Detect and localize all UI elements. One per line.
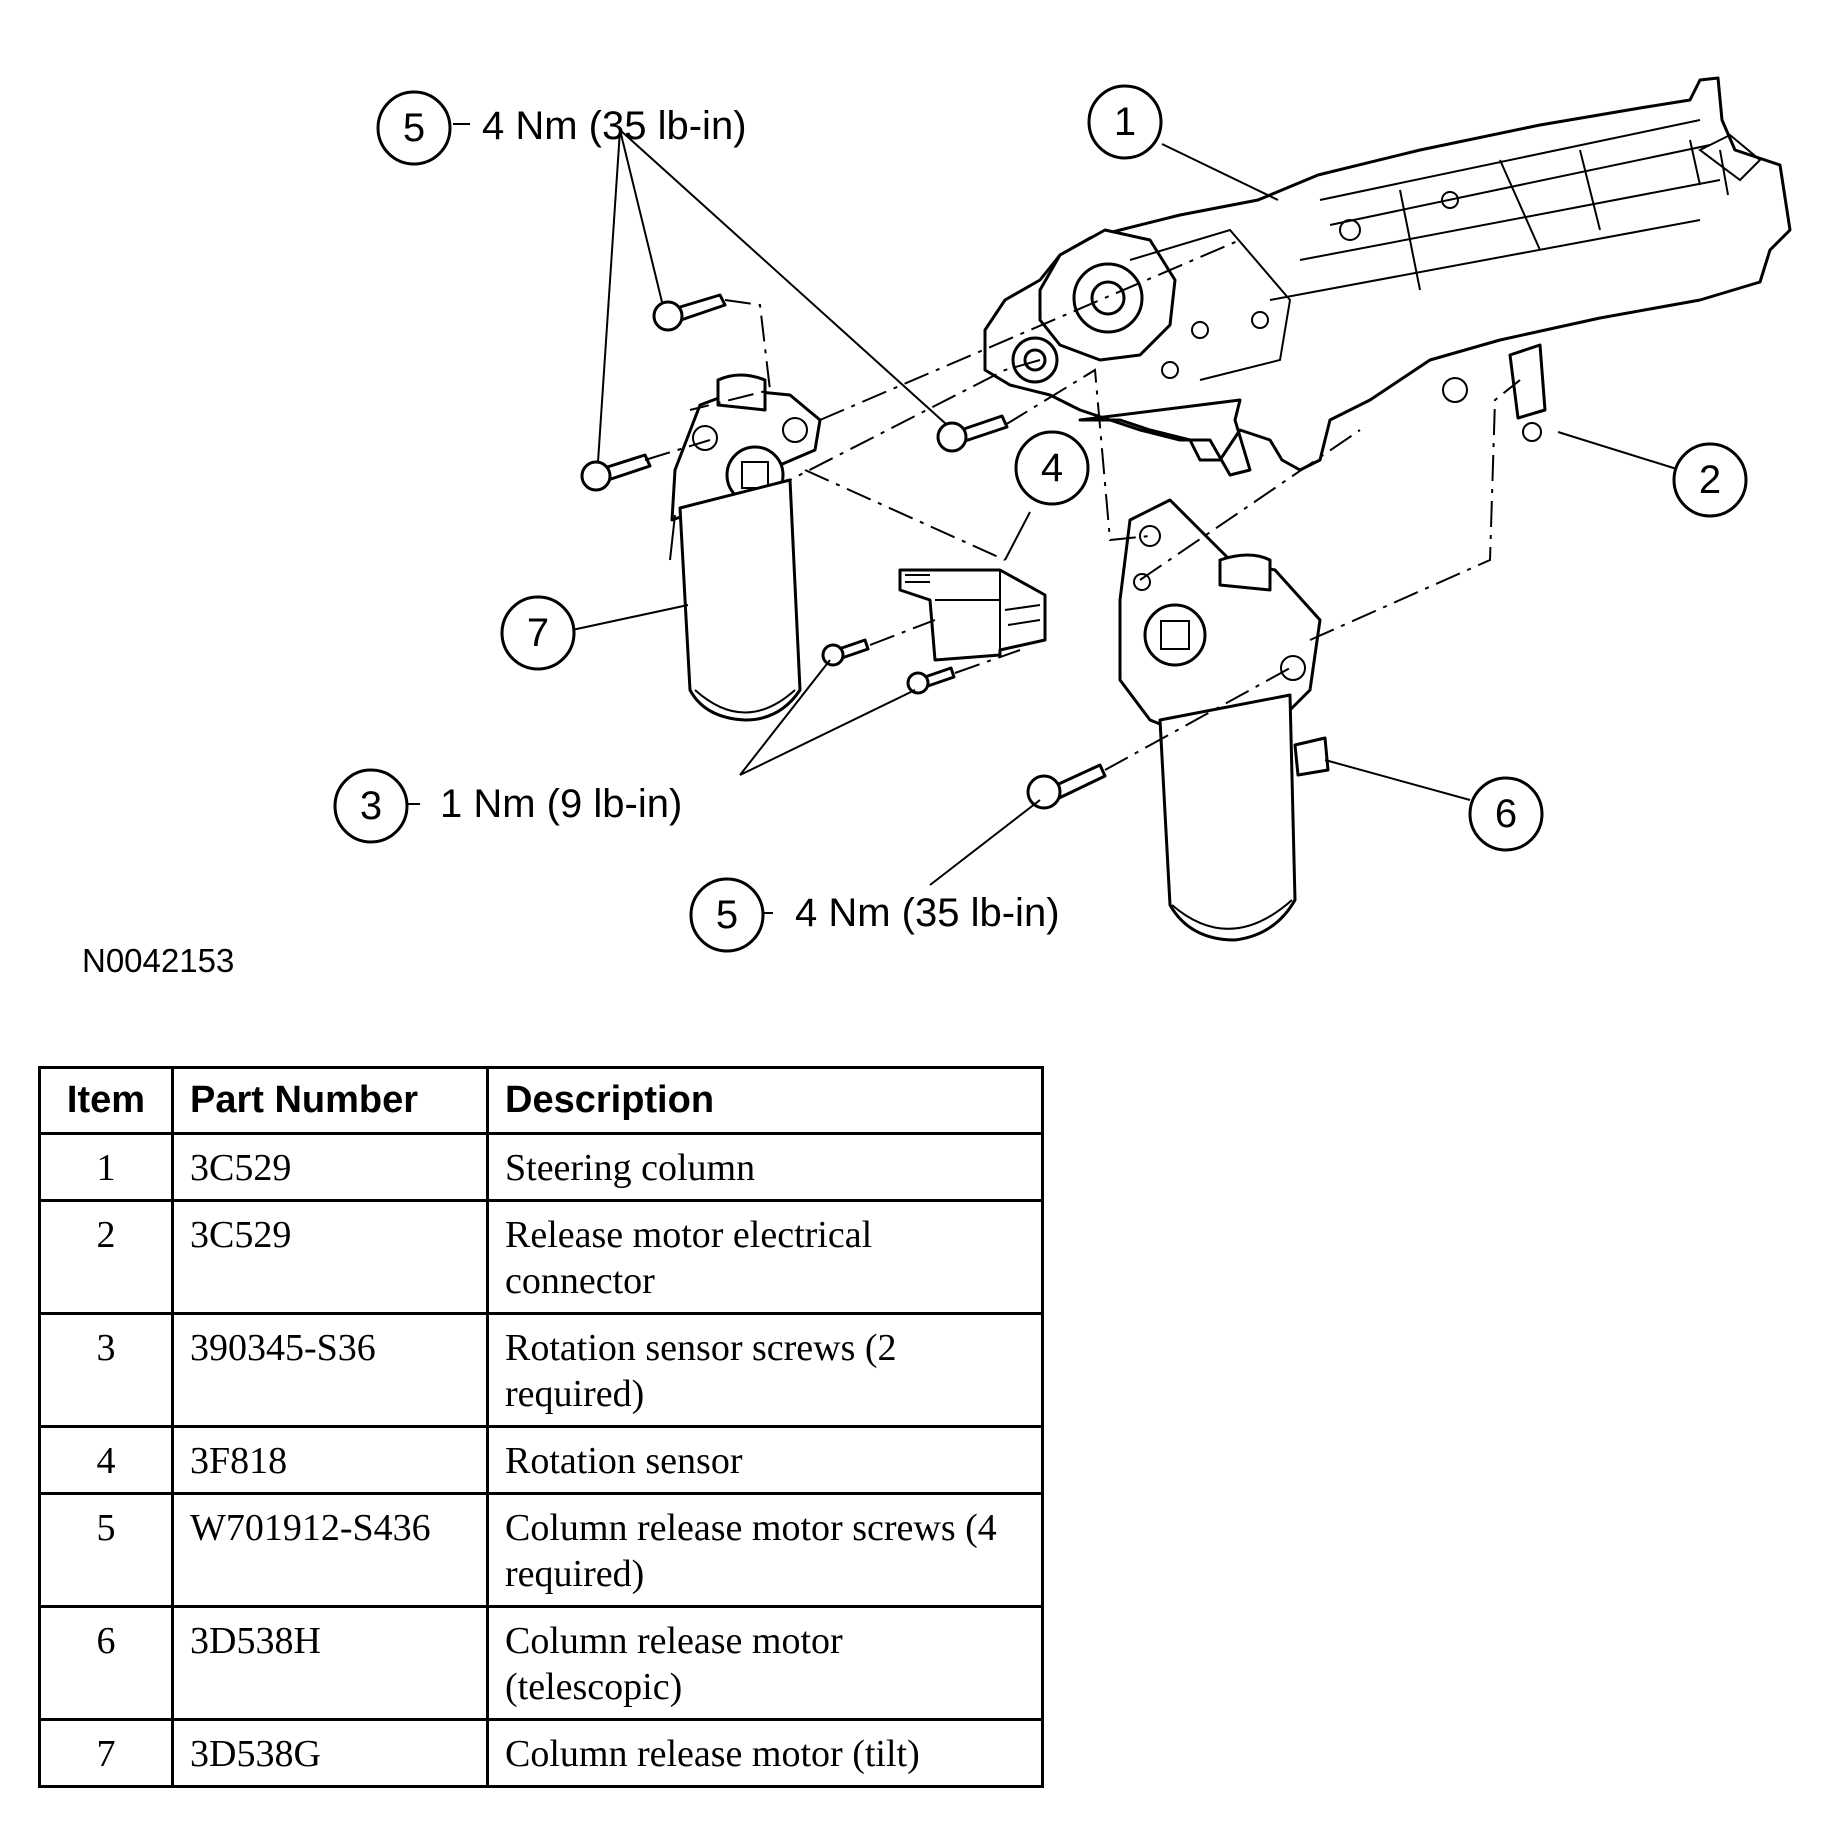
- figure-id: N0042153: [82, 942, 234, 979]
- cell-part-number: 3D538G: [171, 1718, 489, 1788]
- cell-item: 5: [38, 1492, 174, 1608]
- parts-table: Item Part Number Description 1 3C529 Ste…: [38, 1066, 1044, 1788]
- screw-sensor-upper: [821, 638, 870, 667]
- screw-motor-upper-left: [652, 293, 727, 332]
- callout-7-number: 7: [527, 611, 549, 655]
- torque-spec-5-bottom: 4 Nm (35 lb-in): [795, 891, 1060, 935]
- tilt-release-motor-drawing: [669, 373, 822, 722]
- exploded-view-illustration: 5 4 Nm (35 lb-in) 1 4 2 7 3 1 Nm (9 lb-i…: [82, 76, 1792, 979]
- callout-2: 2: [1672, 442, 1748, 518]
- table-row: 3 390345-S36 Rotation sensor screws (2 r…: [38, 1312, 1044, 1428]
- table-row: 6 3D538H Column release motor (telescopi…: [38, 1605, 1044, 1721]
- cell-part-number: 3C529: [171, 1199, 489, 1315]
- callout-5-top-number: 5: [403, 106, 425, 150]
- torque-spec-5-top: 4 Nm (35 lb-in): [482, 104, 747, 148]
- column-header-part-number: Part Number: [171, 1066, 489, 1135]
- cell-description: Rotation sensor screws (2 required): [486, 1312, 1044, 1428]
- callout-6: 6: [1468, 776, 1544, 852]
- cell-description: Rotation sensor: [486, 1425, 1044, 1495]
- callout-2-number: 2: [1699, 458, 1721, 502]
- column-header-item: Item: [38, 1066, 174, 1135]
- table-header-row: Item Part Number Description: [38, 1066, 1044, 1135]
- callout-1-number: 1: [1114, 100, 1136, 144]
- cell-item: 3: [38, 1312, 174, 1428]
- callout-5-top: 5: [376, 90, 452, 166]
- steering-column-drawing: [983, 76, 1792, 477]
- screw-sensor-lower: [906, 666, 956, 695]
- cell-description: Column release motor screws (4 required): [486, 1492, 1044, 1608]
- table-row: 5 W701912-S436 Column release motor scre…: [38, 1492, 1044, 1608]
- table-row: 2 3C529 Release motor electrical connect…: [38, 1199, 1044, 1315]
- cell-item: 1: [38, 1132, 174, 1202]
- table-row: 7 3D538G Column release motor (tilt): [38, 1718, 1044, 1788]
- alignment-lines: [644, 239, 1521, 771]
- cell-item: 6: [38, 1605, 174, 1721]
- cell-description: Steering column: [486, 1132, 1044, 1202]
- callout-6-number: 6: [1495, 792, 1517, 836]
- callout-7: 7: [500, 595, 576, 671]
- table-row: 4 3F818 Rotation sensor: [38, 1425, 1044, 1495]
- leader-lines: [405, 123, 1681, 914]
- screws: [580, 293, 1107, 810]
- callout-3: 3: [333, 768, 409, 844]
- torque-spec-3: 1 Nm (9 lb-in): [440, 782, 682, 826]
- cell-part-number: W701912-S436: [171, 1492, 489, 1608]
- callout-3-number: 3: [360, 784, 382, 828]
- cell-description: Column release motor (telescopic): [486, 1605, 1044, 1721]
- cell-item: 7: [38, 1718, 174, 1788]
- callout-5-bottom: 5: [689, 877, 765, 953]
- callout-4-number: 4: [1041, 446, 1063, 490]
- cell-part-number: 3C529: [171, 1132, 489, 1202]
- screw-motor-middle: [936, 414, 1009, 453]
- column-header-description: Description: [486, 1066, 1044, 1135]
- screw-motor-lower: [1026, 763, 1107, 810]
- cell-part-number: 3D538H: [171, 1605, 489, 1721]
- cell-description: Release motor electrical connector: [486, 1199, 1044, 1315]
- callout-1: 1: [1087, 84, 1163, 160]
- callout-5-bottom-number: 5: [716, 893, 738, 937]
- cell-part-number: 390345-S36: [171, 1312, 489, 1428]
- telescopic-release-motor-drawing: [1118, 498, 1330, 942]
- cell-part-number: 3F818: [171, 1425, 489, 1495]
- cell-item: 4: [38, 1425, 174, 1495]
- cell-description: Column release motor (tilt): [486, 1718, 1044, 1788]
- table-row: 1 3C529 Steering column: [38, 1132, 1044, 1202]
- rotation-sensor-drawing: [898, 568, 1047, 662]
- callout-4: 4: [1014, 430, 1090, 506]
- screw-motor-left: [580, 453, 652, 492]
- cell-item: 2: [38, 1199, 174, 1315]
